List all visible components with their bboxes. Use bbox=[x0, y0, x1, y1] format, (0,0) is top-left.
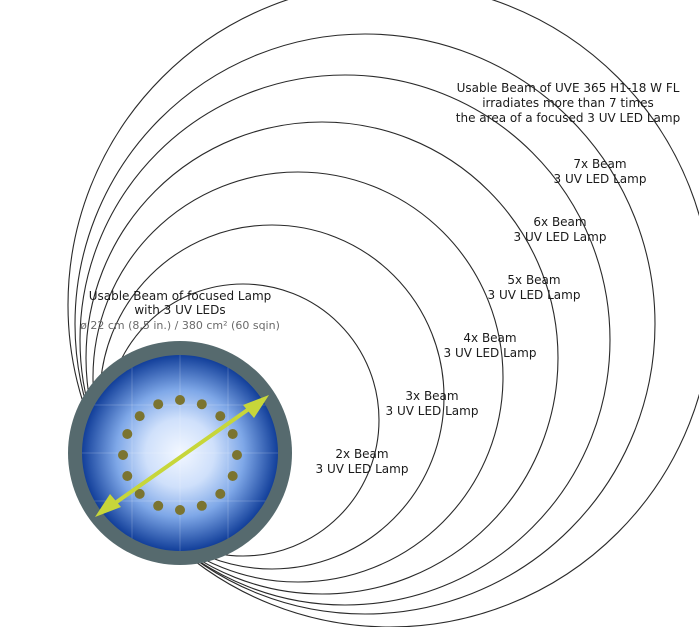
led-dot-ring bbox=[118, 395, 242, 515]
beam-label-2x-line2: 3 UV LED Lamp bbox=[316, 462, 409, 476]
led-dot bbox=[122, 471, 133, 481]
beam-label-6x-line2: 3 UV LED Lamp bbox=[514, 230, 607, 244]
arrow-head-upper bbox=[243, 395, 269, 418]
led-dot bbox=[175, 505, 185, 515]
led-dot bbox=[118, 450, 128, 460]
beam-label-7x: 7x Beam 3 UV LED Lamp bbox=[554, 157, 647, 186]
diameter-arrow-shaft bbox=[106, 402, 258, 510]
focused-lamp-title-line2: with 3 UV LEDs bbox=[134, 303, 225, 317]
beam-ring-6x bbox=[79, 74, 611, 606]
header-note: Usable Beam of UVE 365 H1-18 W FL irradi… bbox=[456, 81, 680, 125]
led-dot bbox=[153, 500, 164, 511]
led-dot bbox=[227, 429, 238, 439]
beam-label-3x-line2: 3 UV LED Lamp bbox=[386, 404, 479, 418]
focused-lamp-title-line1: Usable Beam of focused Lamp bbox=[89, 289, 272, 303]
beam-ring-4x bbox=[92, 171, 504, 583]
focused-lamp-spec: ø 22 cm (8,5 in.) / 380 cm² (60 sqin) bbox=[80, 319, 280, 332]
led-dot bbox=[215, 488, 226, 499]
beam-label-3x: 3x Beam 3 UV LED Lamp bbox=[386, 389, 479, 418]
beam-ring-uve365 bbox=[67, 0, 699, 627]
led-dot bbox=[196, 500, 207, 511]
led-dot bbox=[153, 399, 164, 410]
header-note-line1: Usable Beam of UVE 365 H1-18 W FL bbox=[457, 81, 680, 95]
beam-label-4x-line1: 4x Beam bbox=[463, 331, 516, 345]
led-dot bbox=[196, 399, 207, 410]
lamp-face bbox=[82, 355, 278, 551]
led-dot bbox=[122, 429, 133, 439]
focused-lamp bbox=[68, 341, 292, 565]
led-dot bbox=[232, 450, 242, 460]
diameter-arrow bbox=[95, 395, 269, 517]
focused-lamp-caption: Usable Beam of focused Lamp with 3 UV LE… bbox=[80, 289, 280, 332]
led-dot bbox=[227, 471, 238, 481]
header-note-line2: irradiates more than 7 times bbox=[482, 96, 654, 110]
beam-label-7x-line2: 3 UV LED Lamp bbox=[554, 172, 647, 186]
arrow-head-lower bbox=[95, 494, 121, 517]
beam-label-7x-line1: 7x Beam bbox=[573, 157, 626, 171]
beam-label-4x-line2: 3 UV LED Lamp bbox=[444, 346, 537, 360]
beam-ring-7x bbox=[74, 33, 656, 615]
beam-rings bbox=[67, 0, 699, 627]
beam-label-3x-line1: 3x Beam bbox=[405, 389, 458, 403]
beam-label-5x: 5x Beam 3 UV LED Lamp bbox=[488, 273, 581, 302]
beam-label-2x-line1: 2x Beam bbox=[335, 447, 388, 461]
beam-label-2x: 2x Beam 3 UV LED Lamp bbox=[316, 447, 409, 476]
beam-ring-5x bbox=[85, 121, 559, 595]
beam-label-6x: 6x Beam 3 UV LED Lamp bbox=[514, 215, 607, 244]
beam-label-5x-line1: 5x Beam bbox=[507, 273, 560, 287]
beam-label-5x-line2: 3 UV LED Lamp bbox=[488, 288, 581, 302]
beam-label-6x-line1: 6x Beam bbox=[533, 215, 586, 229]
led-dot bbox=[134, 411, 145, 422]
led-dot bbox=[215, 411, 226, 422]
led-dot bbox=[175, 395, 185, 405]
beam-label-4x: 4x Beam 3 UV LED Lamp bbox=[444, 331, 537, 360]
led-dot bbox=[134, 488, 145, 499]
header-note-line3: the area of a focused 3 UV LED Lamp bbox=[456, 111, 680, 125]
